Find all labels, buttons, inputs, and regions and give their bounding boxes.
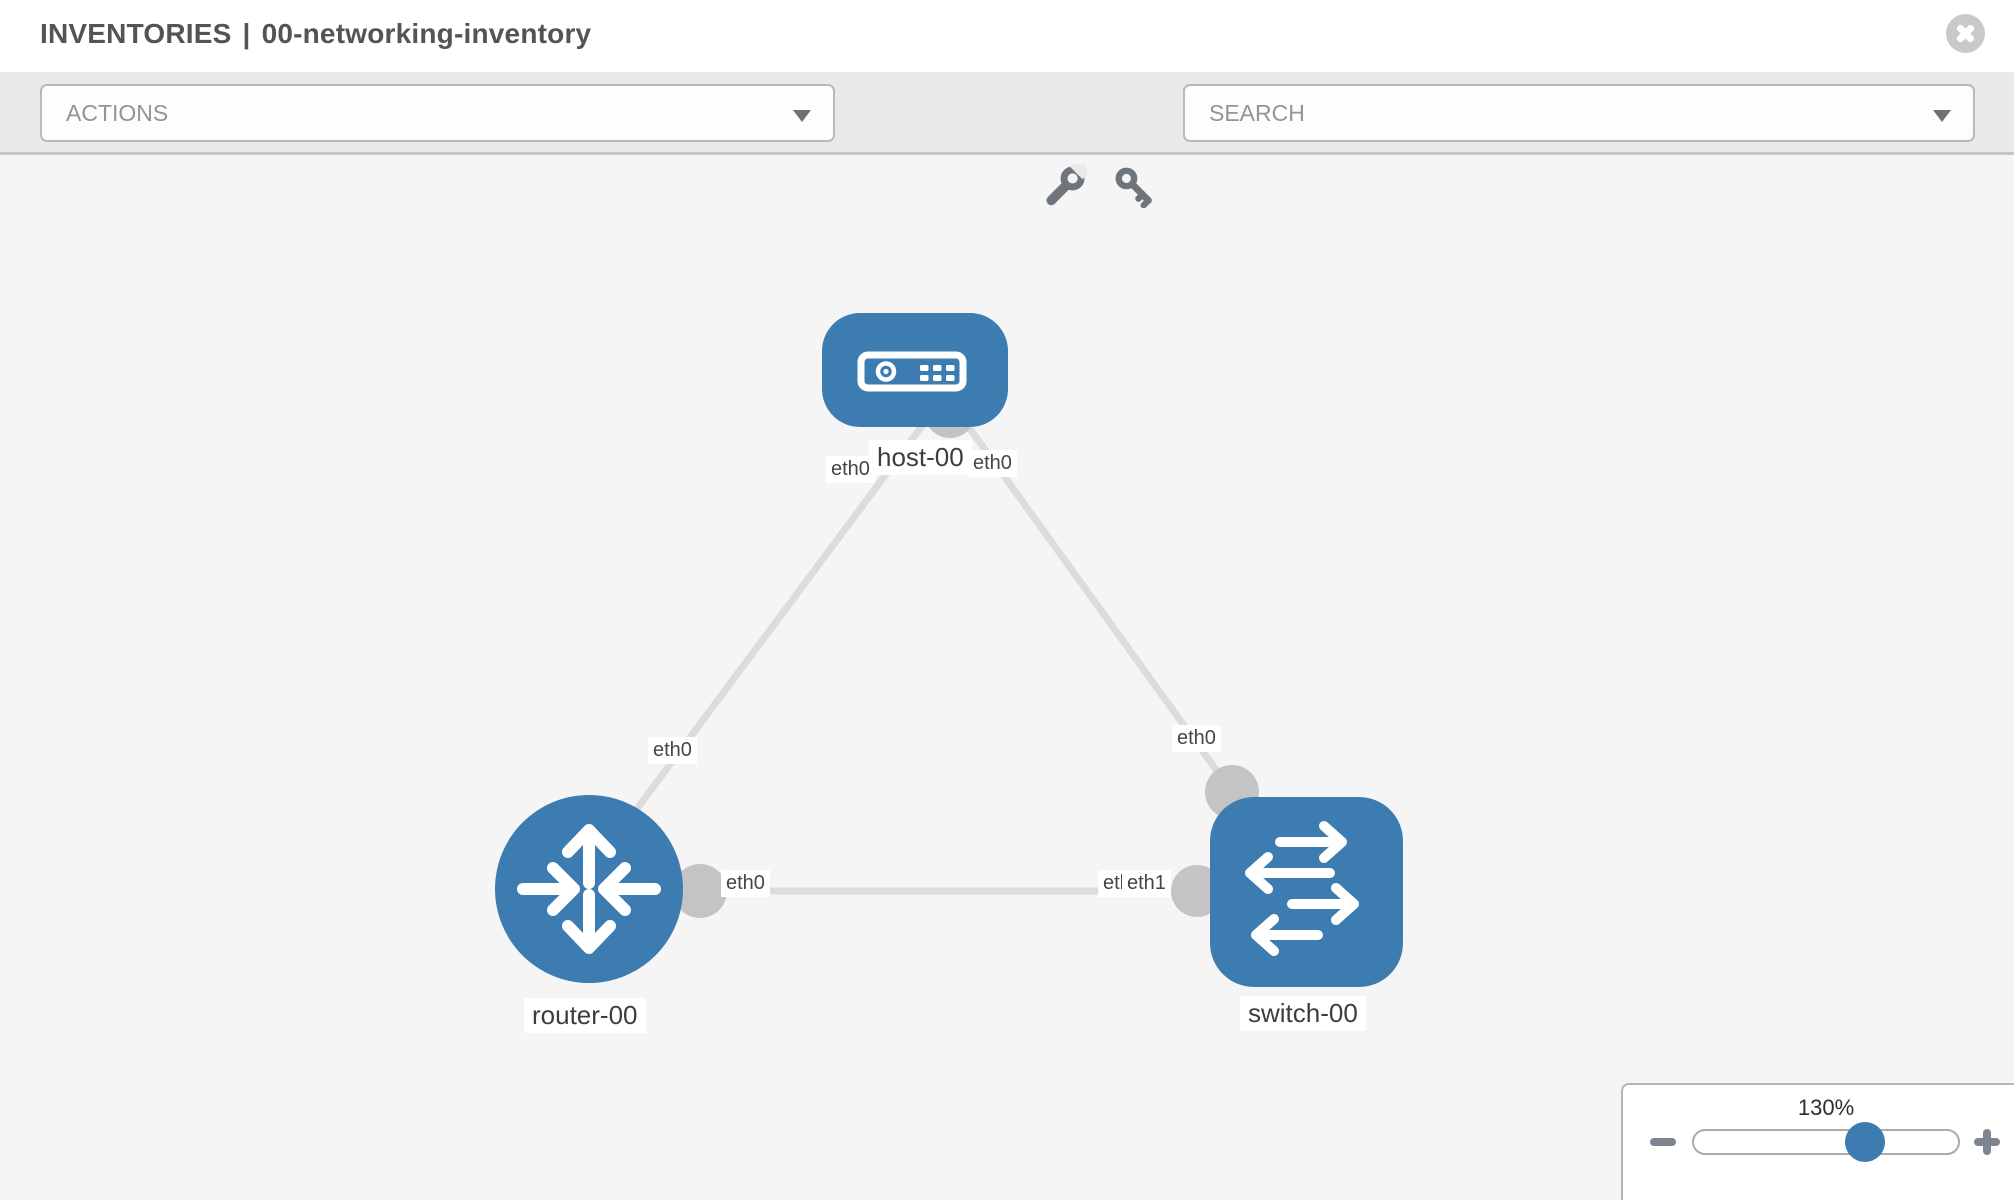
router-icon	[517, 824, 661, 954]
page-title: INVENTORIES | 00-networking-inventory	[40, 18, 591, 50]
page-title-section: INVENTORIES	[40, 18, 232, 49]
node-label-router: router-00	[524, 998, 646, 1033]
node-label-host: host-00	[869, 440, 972, 475]
if-label-router-to-switch-router-end: eth0	[721, 870, 770, 897]
zoom-slider-track[interactable]	[1692, 1129, 1960, 1155]
switch-icon	[1245, 821, 1359, 956]
if-label-host-to-router-router-end: eth0	[648, 737, 697, 764]
if-label-host-to-router-host-end: eth0	[826, 456, 875, 483]
link-host-router[interactable]	[607, 412, 933, 848]
topology-canvas[interactable]	[0, 155, 2014, 1200]
zoom-level-label: 130%	[1797, 1095, 1855, 1120]
connector-router-eth0[interactable]	[673, 864, 727, 918]
if-label-host-to-switch-host-end: eth0	[968, 450, 1017, 477]
zoom-in-plus-icon[interactable]	[1974, 1129, 2000, 1155]
search-dropdown[interactable]: SEARCH	[1183, 84, 1975, 142]
node-label-switch: switch-00	[1240, 996, 1366, 1031]
key-icon[interactable]	[1112, 164, 1156, 208]
node-switch-00[interactable]	[1210, 797, 1403, 987]
zoom-slider-thumb[interactable]	[1845, 1122, 1885, 1162]
if-label-host-to-switch-switch-end: eth0	[1172, 725, 1221, 752]
actions-dropdown[interactable]: ACTIONS	[40, 84, 835, 142]
close-icon[interactable]	[1946, 14, 1985, 53]
header: INVENTORIES | 00-networking-inventory	[0, 0, 2014, 72]
page-title-separator: |	[242, 18, 251, 49]
if-label-router-to-switch-switch-end: eth1	[1122, 870, 1171, 897]
node-host-00[interactable]	[822, 313, 1008, 427]
actions-dropdown-label: ACTIONS	[66, 99, 169, 126]
search-dropdown-label: SEARCH	[1209, 99, 1305, 126]
node-router-00[interactable]	[495, 795, 683, 983]
zoom-out-minus-icon[interactable]	[1650, 1138, 1676, 1146]
toolbar: ACTIONS SEARCH	[0, 72, 2014, 208]
zoom-control-panel: 130%	[1621, 1083, 2014, 1200]
page-title-inventory-name: 00-networking-inventory	[261, 18, 592, 49]
chevron-down-icon	[1933, 110, 1951, 122]
wrench-icon[interactable]	[1043, 164, 1087, 208]
chevron-down-icon	[793, 110, 811, 122]
host-icon	[857, 351, 967, 392]
